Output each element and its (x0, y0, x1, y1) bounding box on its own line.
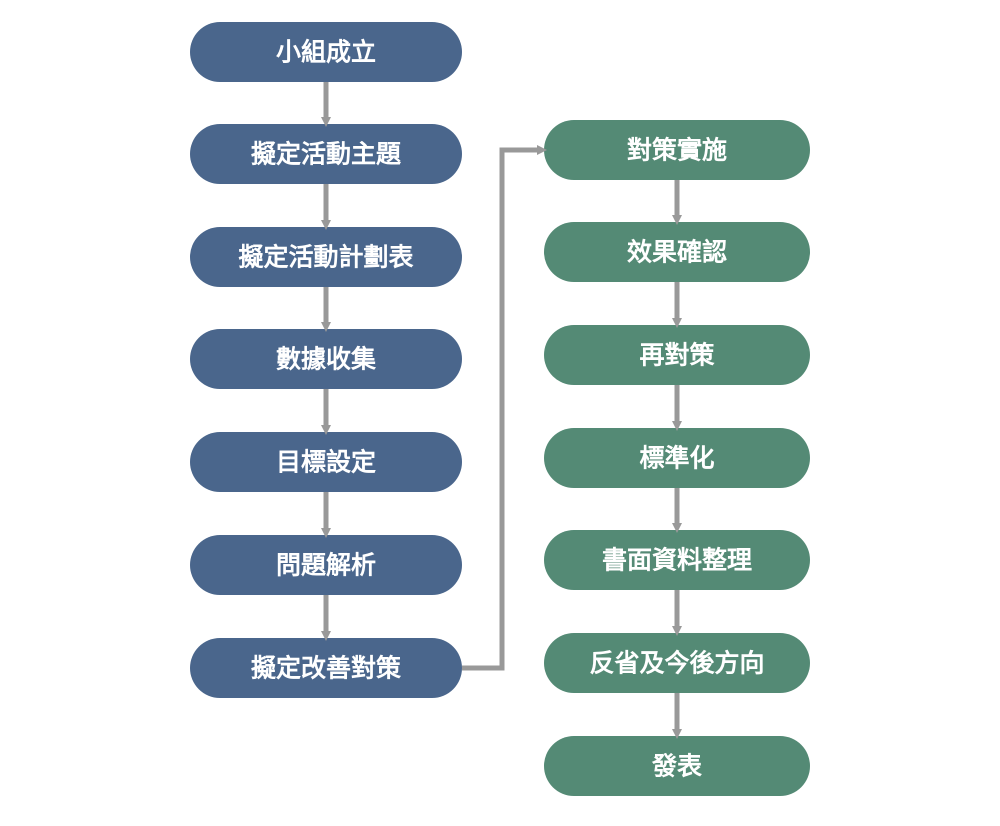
step-label: 小組成立 (276, 38, 376, 67)
step-problem-analysis: 問題解析 (190, 535, 462, 595)
step-reflection: 反省及今後方向 (544, 633, 810, 693)
step-label: 對策實施 (627, 136, 727, 165)
step-label: 數據收集 (276, 345, 377, 374)
step-define-theme: 擬定活動主題 (190, 124, 462, 184)
bridge-connector-arrow (462, 145, 547, 671)
step-goal-setting: 目標設定 (190, 432, 462, 492)
left-column: 小組成立 擬定活動主題 擬定活動計劃表 數據收集 目標設定 問題解析 擬定改善對… (190, 22, 462, 698)
step-data-collection: 數據收集 (190, 329, 462, 389)
right-column: 對策實施 效果確認 再對策 標準化 書面資料整理 反省及今後方向 發表 (544, 120, 810, 796)
step-confirm-effect: 效果確認 (544, 222, 810, 282)
step-re-countermeasure: 再對策 (544, 325, 810, 385)
step-label: 擬定改善對策 (251, 654, 402, 683)
step-implement-countermeasures: 對策實施 (544, 120, 810, 180)
step-label: 書面資料整理 (602, 546, 752, 575)
step-label: 問題解析 (276, 551, 376, 580)
step-label: 擬定活動主題 (251, 140, 402, 169)
step-label: 發表 (651, 752, 703, 781)
step-presentation: 發表 (544, 736, 810, 796)
step-form-team: 小組成立 (190, 22, 462, 82)
step-label: 擬定活動計劃表 (238, 243, 414, 272)
step-improvement-plan: 擬定改善對策 (190, 638, 462, 698)
step-label: 反省及今後方向 (589, 649, 764, 678)
step-documentation: 書面資料整理 (544, 530, 810, 590)
step-standardization: 標準化 (544, 428, 810, 488)
step-activity-plan: 擬定活動計劃表 (190, 227, 462, 287)
step-label: 再對策 (639, 341, 715, 370)
step-label: 目標設定 (276, 448, 376, 477)
step-label: 標準化 (639, 444, 714, 473)
step-label: 效果確認 (627, 238, 727, 267)
